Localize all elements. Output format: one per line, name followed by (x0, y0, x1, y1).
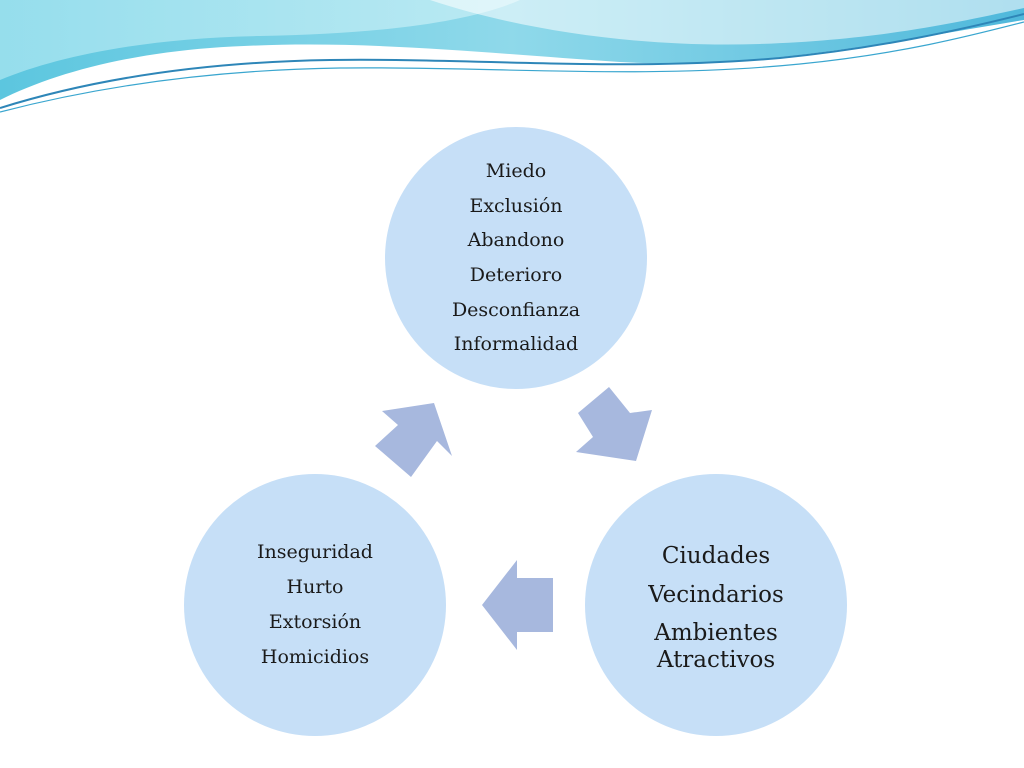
node-text-line: Abandono (467, 229, 565, 252)
node-text-line: Hurto (286, 576, 344, 598)
node-text-line: Ambientes Atractivos (654, 619, 778, 673)
node-text-line: Extorsión (268, 611, 362, 633)
node-text-line: Homicidios (260, 646, 370, 668)
node-text-line: Ciudades (661, 542, 771, 569)
cycle-arrow-left-to-top (375, 403, 452, 477)
node-text-line: Deterioro (469, 264, 563, 286)
node-text-line: Inseguridad (257, 541, 373, 563)
cycle-node-left: Inseguridad Hurto Extorsión Homicidios (184, 474, 446, 736)
header-wave-decoration (0, 0, 1024, 113)
node-text-line: Desconfianza (451, 298, 581, 321)
cycle-arrow-right-to-left (482, 560, 553, 650)
node-text-line: Informalidad (453, 333, 579, 356)
cycle-arrow-top-to-right (576, 387, 652, 461)
cycle-node-right: Ciudades Vecindarios Ambientes Atractivo… (585, 474, 847, 736)
node-text-line: Exclusión (469, 194, 563, 217)
node-text-line: Vecindarios (648, 582, 784, 608)
node-text-line: Miedo (485, 160, 547, 183)
cycle-node-top: Miedo Exclusión Abandono Deterioro Desco… (385, 127, 647, 389)
